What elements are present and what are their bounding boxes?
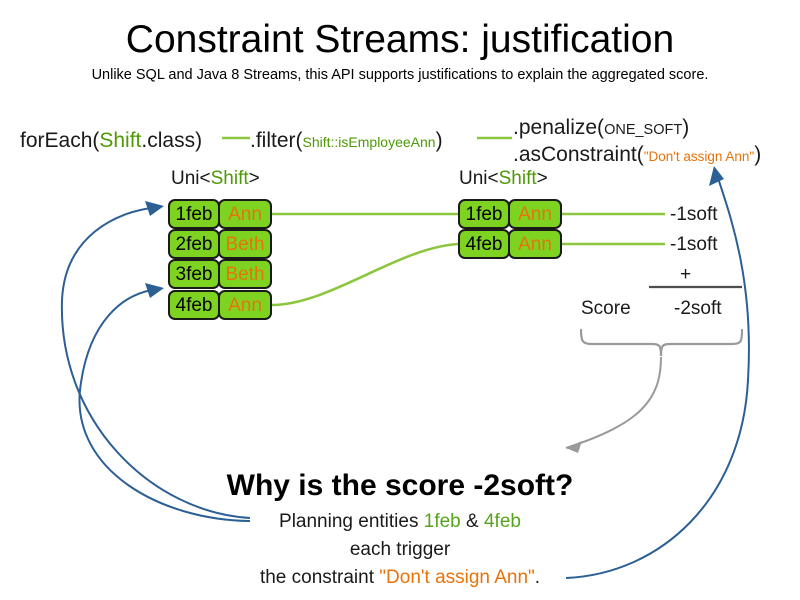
tuple-name: Ann [218, 199, 272, 229]
left-tuple-row-4[interactable]: 4feb Ann [168, 290, 272, 320]
right-stream-label-suffix: > [536, 168, 548, 189]
left-tuple-row-3[interactable]: 3feb Beth [168, 259, 272, 289]
left-stream-label-suffix: > [248, 168, 260, 189]
score-plus-sign: + [680, 264, 692, 285]
tuple-name: Ann [218, 290, 272, 320]
code-penalize-arg: ONE_SOFT [604, 122, 683, 138]
tuple-name: Beth [218, 229, 272, 259]
tuple-date: 4feb [168, 290, 220, 320]
left-stream-label-prefix: Uni< [171, 168, 211, 189]
left-tuple-row-1[interactable]: 1feb Ann [168, 199, 272, 229]
tuple-name: Beth [218, 259, 272, 289]
justification-arrow-1feb-head [145, 201, 164, 216]
code-penalize-rest: ) [682, 116, 690, 139]
score-total: -2soft [674, 298, 722, 319]
code-foreach-method: forEach( [20, 129, 100, 152]
code-asconstraint-arg: "Don't assign Ann" [643, 149, 755, 164]
explanation-constraint-name: "Don't assign Ann" [379, 567, 535, 588]
code-asconstraint: .asConstraint("Don't assign Ann") [513, 143, 761, 167]
right-stream-label-prefix: Uni< [459, 168, 499, 189]
explanation-line-3: the constraint "Don't assign Ann". [0, 567, 800, 589]
code-foreach-type: Shift [99, 129, 142, 152]
tuple-date: 2feb [168, 229, 220, 259]
tuple-date: 1feb [168, 199, 220, 229]
explanation-entity-4feb: 4feb [483, 511, 521, 532]
code-penalize: .penalize(ONE_SOFT) [513, 116, 689, 140]
tuple-date: 3feb [168, 259, 220, 289]
tuple-date: 1feb [458, 199, 510, 229]
explanation-line-2: each trigger [349, 539, 451, 560]
right-stream-label-type: Shift [498, 168, 537, 189]
penalty-label-1: -1soft [670, 204, 718, 225]
code-filter-arg: Shift::isEmployeeAnn [302, 134, 436, 150]
left-stream-label-type: Shift [210, 168, 249, 189]
score-label: Score [581, 298, 631, 319]
justification-arrow-constraint-head [709, 166, 724, 186]
code-asconstraint-rest: ) [754, 143, 762, 166]
justification-arrow-4feb-head [145, 283, 164, 298]
left-stream-label: Uni<Shift> [171, 168, 260, 190]
code-filter-rest: ) [435, 129, 443, 152]
right-tuple-row-2[interactable]: 4feb Ann [458, 229, 562, 259]
code-filter-method: .filter( [250, 129, 303, 152]
tuple-date: 4feb [458, 229, 510, 259]
code-asconstraint-method: .asConstraint( [513, 143, 644, 166]
question-heading: Why is the score -2soft? [226, 469, 574, 502]
tuple-name: Ann [508, 229, 562, 259]
score-to-question-arrowhead [566, 441, 582, 453]
stream-line-4feb [271, 242, 461, 307]
explanation-entity-1feb: 1feb [423, 511, 461, 532]
explanation-line-3-post: . [534, 567, 541, 588]
right-tuple-row-1[interactable]: 1feb Ann [458, 199, 562, 229]
explanation-line-1: Planning entities 1feb & 4feb [0, 511, 800, 533]
explanation-line-1-mid: & [460, 511, 484, 532]
score-brace [579, 328, 744, 357]
left-tuple-row-2[interactable]: 2feb Beth [168, 229, 272, 259]
code-foreach: forEach(Shift.class) [20, 129, 202, 153]
score-to-question-arrow [565, 356, 662, 449]
code-penalize-method: .penalize( [513, 116, 605, 139]
code-foreach-rest: .class) [141, 129, 203, 152]
explanation-line-1-pre: Planning entities [279, 511, 424, 532]
page-title: Constraint Streams: justification [125, 18, 675, 61]
right-stream-label: Uni<Shift> [459, 168, 548, 190]
page-subtitle: Unlike SQL and Java 8 Streams, this API … [91, 67, 709, 83]
penalty-label-2: -1soft [670, 234, 718, 255]
explanation-line-3-pre: the constraint [259, 567, 380, 588]
code-filter: .filter(Shift::isEmployeeAnn) [250, 129, 443, 153]
tuple-name: Ann [508, 199, 562, 229]
